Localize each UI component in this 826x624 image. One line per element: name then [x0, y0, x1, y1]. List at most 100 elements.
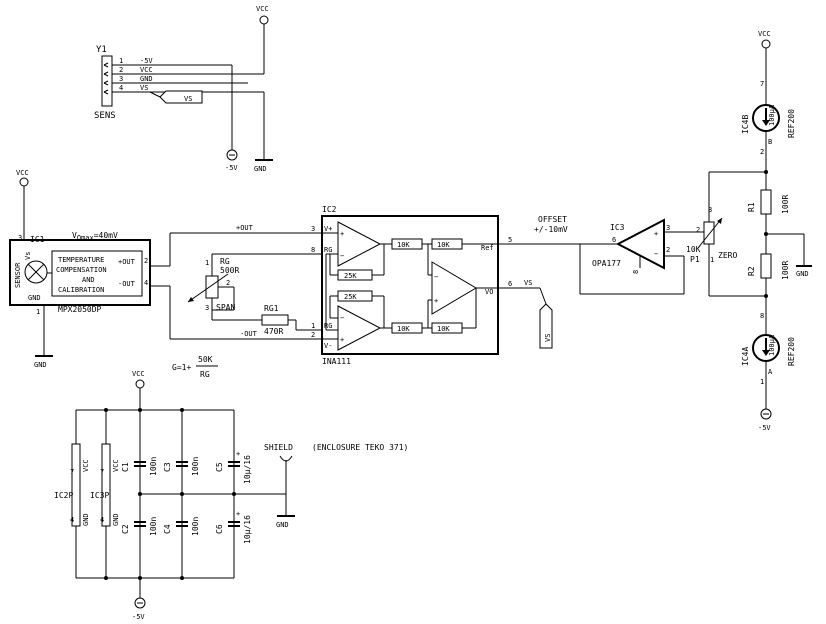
- ina-pin5: 5: [508, 236, 512, 244]
- opa-part: OPA177: [592, 259, 621, 268]
- r2-body: [760, 253, 772, 279]
- ic3p-pin4: 4: [100, 516, 104, 524]
- ina-pin-label-rg1: RG: [324, 246, 332, 254]
- ref200b-pin-top: 7: [760, 80, 764, 88]
- y1-pin3-num: 3: [119, 75, 123, 83]
- vomax-val: =40mV: [94, 231, 118, 240]
- ina-res-25k-bottom: [337, 290, 373, 302]
- minus-out-net: -OUT: [240, 330, 258, 338]
- ic2p-label: IC2P: [54, 491, 73, 500]
- p1-pin3: 3: [708, 206, 712, 214]
- sensor-out-plus: +OUT: [118, 258, 136, 266]
- ina-pin-label-ref: Ref: [481, 244, 494, 252]
- y1-pin4-net: VS: [140, 84, 148, 92]
- shield-connection: SHIELD (ENCLOSURE TEKO 371) GND: [264, 443, 408, 529]
- vs-out-flag: [539, 303, 553, 349]
- zero-label: ZERO: [718, 251, 737, 260]
- vs-out-flag-label: VS: [544, 334, 552, 342]
- gnd-symbol-y1: GND: [254, 159, 273, 173]
- sensor-gnd-pin: GND: [28, 294, 41, 302]
- formula-den: RG: [200, 370, 210, 379]
- vcc-symbol-supply: [135, 379, 145, 389]
- gnd-symbol-divider: GND: [796, 265, 812, 278]
- comp-line-4: CALIBRATION: [58, 286, 104, 294]
- c4-ref: C4: [163, 524, 172, 534]
- c5-plus: +: [236, 450, 240, 458]
- ina-pin8: 8: [311, 246, 315, 254]
- shield-icon: [279, 455, 293, 462]
- opa-pin6: 6: [612, 236, 616, 244]
- ref200a-pin-bot: 1: [760, 378, 764, 386]
- ina-pin-label-vminus: V-: [324, 342, 332, 350]
- ina-part: INA111: [322, 357, 351, 366]
- sensor-ic1: IC1 MPX2050DP SENSOR Vs GND +OUT -OUT TE…: [9, 182, 170, 356]
- sensor-pin-out-plus-num: 2: [144, 257, 148, 265]
- gain-formula: G=1+ 50K RG: [172, 355, 218, 379]
- ina-res2-value: 10K: [437, 241, 450, 249]
- y1-pin2-net: VCC: [140, 66, 153, 74]
- ic3p-gnd: GND: [112, 513, 120, 526]
- ina-res-top-left: [391, 238, 423, 250]
- c1-ref: C1: [121, 462, 130, 472]
- c6-plus: +: [236, 510, 240, 518]
- vcc-symbol-sensor: VCC: [16, 169, 29, 187]
- y1-pin1-num: 1: [119, 57, 123, 65]
- ic2p-pin7: 7: [70, 468, 74, 476]
- opa-pin8: 8: [632, 270, 640, 274]
- p1-body: [703, 221, 715, 245]
- vcc-ref-label: VCC: [758, 30, 771, 38]
- sensor-vs-pin: Vs: [24, 252, 32, 260]
- rg1-body: [261, 314, 289, 326]
- ina-op1-minus: −: [340, 252, 344, 260]
- offset-label: OFFSET: [538, 215, 567, 224]
- c5-ref: C5: [215, 462, 224, 472]
- c2-value: 100n: [149, 517, 158, 536]
- y1-pin3-net: GND: [140, 75, 153, 83]
- p1-pin2: 2: [696, 226, 700, 234]
- vomax-v: V: [72, 231, 77, 240]
- ina-ref: IC2: [322, 205, 337, 214]
- y1-pin2-num: 2: [119, 66, 123, 74]
- r1-ref: R1: [747, 202, 756, 212]
- rg1-value: 470R: [264, 327, 283, 336]
- ref200b-letter: B: [768, 138, 772, 146]
- ina-res4-value: 25K: [344, 293, 357, 301]
- formula-num: 50K: [198, 355, 213, 364]
- ina-pin-label-vplus: V+: [324, 225, 332, 233]
- gnd-label: GND: [254, 165, 267, 173]
- resistor-rg1: RG1 470R: [261, 304, 289, 336]
- sensor-pin-out-minus-num: 4: [144, 279, 148, 287]
- neg5v-symbol-y1: -5V: [225, 149, 238, 172]
- r2-ref: R2: [747, 266, 756, 276]
- gain-pot-rg: RG 500R SPAN 1 2 3: [187, 257, 239, 312]
- ref200-ic4b: VCC 100µA IC4B REF200 B 7 2: [741, 30, 796, 156]
- opa-pin3: 3: [666, 224, 670, 232]
- y1-pin4-num: 4: [119, 84, 123, 92]
- shield-label: SHIELD: [264, 443, 293, 452]
- ref200a-pin-top: 8: [760, 312, 764, 320]
- connector-ref: Y1: [96, 45, 107, 55]
- p1-ref: P1: [690, 255, 700, 264]
- neg5v-supply-label: -5V: [132, 613, 145, 621]
- input-wiring: [169, 232, 316, 340]
- ref200b-pin-bot: 2: [760, 148, 764, 156]
- opa-pin2: 2: [666, 246, 670, 254]
- rg-pot-pin3: 3: [205, 304, 209, 312]
- ic3p-pin7: 7: [100, 468, 104, 476]
- neg5v-ref-label: -5V: [758, 424, 771, 432]
- comp-line-2: COMPENSATION: [56, 266, 107, 274]
- ina-pin2: 2: [311, 331, 315, 339]
- supply-decoupling: VCC IC2P IC3P 7 7 4 4 VCC VCC GND GND: [54, 370, 287, 621]
- r2-value: 100R: [781, 261, 790, 280]
- sensor-out-minus: -OUT: [118, 280, 136, 288]
- sensor-pin-gnd-num: 1: [36, 308, 40, 316]
- ic2p-pin4: 4: [70, 516, 74, 524]
- ina-pin3: 3: [311, 225, 315, 233]
- connector-y1: Y1 SENS 1 2 3 4 -5V VCC GND VS VS: [94, 20, 265, 160]
- ina-res-bottom-right: [431, 322, 463, 334]
- vomax-sub: Omax: [77, 234, 94, 242]
- compensation-box: [51, 250, 143, 297]
- ina-pin-label-vo: VO: [485, 288, 493, 296]
- span-label: SPAN: [216, 303, 235, 312]
